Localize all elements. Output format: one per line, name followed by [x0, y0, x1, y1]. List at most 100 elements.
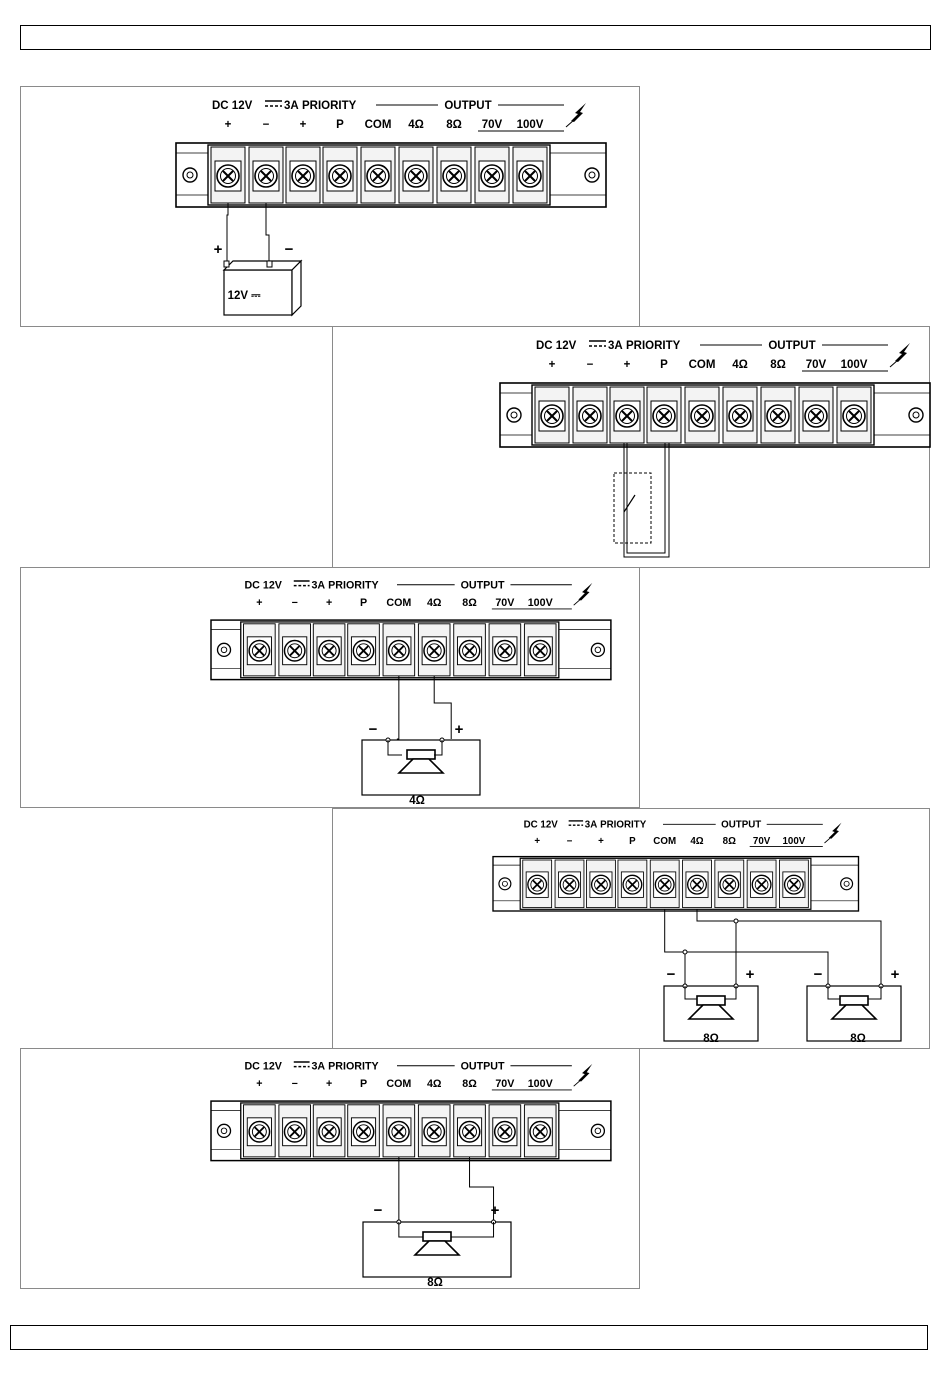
priority-label: PRIORITY — [600, 820, 647, 831]
page-footer-box — [10, 1325, 928, 1350]
terminal-label-8: 100V — [841, 359, 868, 371]
screw-terminal-7 — [488, 1104, 522, 1158]
high-voltage-icon — [578, 1063, 593, 1082]
terminal-label-5: 4Ω — [690, 836, 703, 847]
screw-terminal-0 — [243, 623, 276, 677]
screw-terminal-3 — [347, 1104, 380, 1158]
screw-terminal-3 — [322, 146, 358, 204]
terminal-label-2: + — [300, 119, 307, 131]
speaker-4ohm-positive-wire — [433, 676, 452, 739]
screw-terminal-1 — [572, 386, 608, 444]
screw-terminal-4 — [382, 1104, 416, 1158]
mount-hole-inner-0 — [220, 1127, 228, 1135]
screw-terminal-0 — [243, 1104, 276, 1158]
terminal-label-1: − — [292, 1078, 298, 1090]
screw-terminal-6 — [436, 146, 472, 204]
terminal-label-2: + — [598, 836, 604, 847]
screw-terminal-3 — [646, 386, 682, 444]
screw-terminal-6 — [760, 386, 796, 444]
battery-negative-wire — [265, 203, 270, 264]
current-label: 3A — [284, 100, 299, 112]
speaker-4ohm-minus-label: − — [369, 721, 378, 738]
priority-wire-inner — [626, 443, 666, 554]
strip-body — [492, 855, 860, 912]
terminal-label-2: + — [624, 359, 631, 371]
speaker-magnet — [696, 995, 726, 1006]
mount-hole-inner-1 — [843, 880, 850, 887]
priority-label: PRIORITY — [302, 100, 357, 112]
battery-minus-label: − — [285, 241, 294, 258]
battery-plus-label: + — [214, 241, 223, 258]
terminal-label-7: 70V — [495, 597, 515, 609]
screw-terminal-5 — [417, 1104, 451, 1158]
speaker-8ohm-wiring — [398, 1157, 495, 1222]
right-speaker-minus-label: − — [814, 966, 823, 983]
high-voltage-icon — [571, 103, 586, 122]
terminal-label-6: 8Ω — [723, 836, 736, 847]
terminal-label-4: COM — [386, 1078, 411, 1090]
screw-terminal-6 — [714, 859, 745, 909]
screw-terminal-8 — [779, 859, 809, 909]
high-voltage-icon — [578, 582, 593, 601]
screw-terminal-5 — [722, 386, 758, 444]
screw-terminal-1 — [554, 859, 585, 909]
terminal-label-5: 4Ω — [732, 359, 748, 371]
terminal-label-7: 70V — [806, 359, 827, 371]
screw-terminal-4 — [684, 386, 720, 444]
mount-hole-inner-1 — [594, 1127, 602, 1135]
screw-terminal-2 — [586, 859, 616, 909]
battery-post-negative — [266, 260, 273, 268]
terminal-label-4: COM — [365, 119, 392, 131]
dc-voltage-label: DC 12V — [244, 579, 282, 591]
screw-terminal-7 — [474, 146, 510, 204]
terminal-label-5: 4Ω — [408, 119, 424, 131]
speaker-8ohm-minus-label: − — [374, 1202, 383, 1219]
screw-terminal-4 — [382, 623, 416, 677]
terminal-label-4: COM — [689, 359, 716, 371]
battery-side — [291, 259, 302, 317]
battery-top — [222, 260, 303, 271]
terminal-label-2: + — [326, 1078, 332, 1090]
page-header-box — [20, 25, 931, 50]
battery-positive-wire — [226, 203, 229, 264]
speaker-8ohm — [362, 1219, 512, 1278]
terminal-label-1: − — [292, 597, 298, 609]
terminal-label-3: P — [360, 597, 367, 609]
terminal-label-1: − — [587, 359, 594, 371]
priority-wiring — [623, 443, 670, 558]
mount-hole-inner-1 — [588, 171, 596, 179]
terminal-label-3: P — [336, 119, 344, 131]
speaker-right-8ohm — [806, 983, 902, 1042]
mount-hole-inner-0 — [186, 171, 194, 179]
screw-terminal-6 — [453, 623, 486, 677]
battery-wiring — [226, 203, 270, 264]
terminal-label-4: COM — [653, 836, 676, 847]
terminal-label-4: COM — [386, 597, 411, 609]
screw-terminal-3 — [617, 859, 648, 909]
dc-voltage-label: DC 12V — [244, 1060, 282, 1072]
speaker-4ohm-wiring — [396, 676, 452, 740]
current-label: 3A — [311, 1060, 325, 1072]
left-speaker-minus-label: − — [667, 966, 676, 983]
screw-terminal-0 — [534, 386, 570, 444]
priority-switch-lever — [623, 494, 636, 513]
output-label: OUTPUT — [768, 340, 815, 352]
priority-label: PRIORITY — [626, 340, 681, 352]
high-voltage-icon — [895, 343, 910, 362]
dc-voltage-label: DC 12V — [524, 820, 559, 831]
